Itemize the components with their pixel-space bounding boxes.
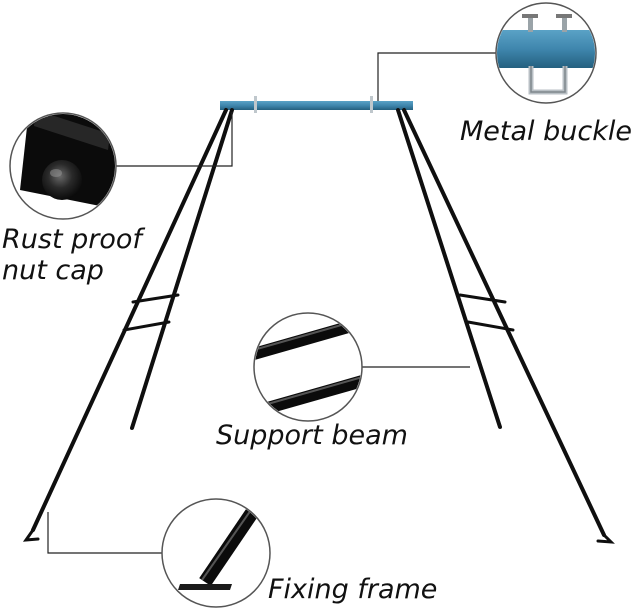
nut-cap-icon (9, 112, 117, 220)
leader-metal-buckle (377, 52, 497, 101)
left-brace-bottom (122, 320, 171, 332)
left-foot-outer (22, 528, 40, 542)
right-outer-leg (402, 108, 606, 537)
leader-nut-cap (115, 112, 233, 167)
top-beam (220, 96, 413, 113)
top-beam-clip-left (254, 96, 257, 113)
leader-lines (47, 52, 497, 554)
fixing-frame-label: Fixing frame (268, 574, 438, 605)
top-beam-clip-right (370, 96, 373, 113)
rust-proof-line2: nut cap (2, 255, 104, 286)
left-outer-leg (31, 108, 228, 532)
support-beam-label: Support beam (216, 420, 408, 451)
top-beam-bar (220, 101, 413, 110)
rust-proof-nut-cap-label: Rust proof nut cap (2, 224, 142, 286)
fixing-foot-icon (161, 498, 271, 608)
right-a-frame (396, 108, 615, 544)
left-inner-leg (130, 108, 234, 430)
rust-proof-line1: Rust proof (2, 224, 142, 255)
right-brace-bottom (466, 320, 515, 332)
left-brace-top (131, 293, 180, 304)
u-bolt-buckle-icon (495, 2, 597, 104)
leader-fixing-frame (47, 512, 163, 554)
support-beam-icon (253, 312, 363, 422)
right-inner-leg (396, 108, 502, 429)
right-foot-outer (596, 533, 615, 544)
right-brace-top (458, 293, 507, 304)
left-a-frame (22, 108, 234, 542)
metal-buckle-label: Metal buckle (460, 116, 632, 147)
